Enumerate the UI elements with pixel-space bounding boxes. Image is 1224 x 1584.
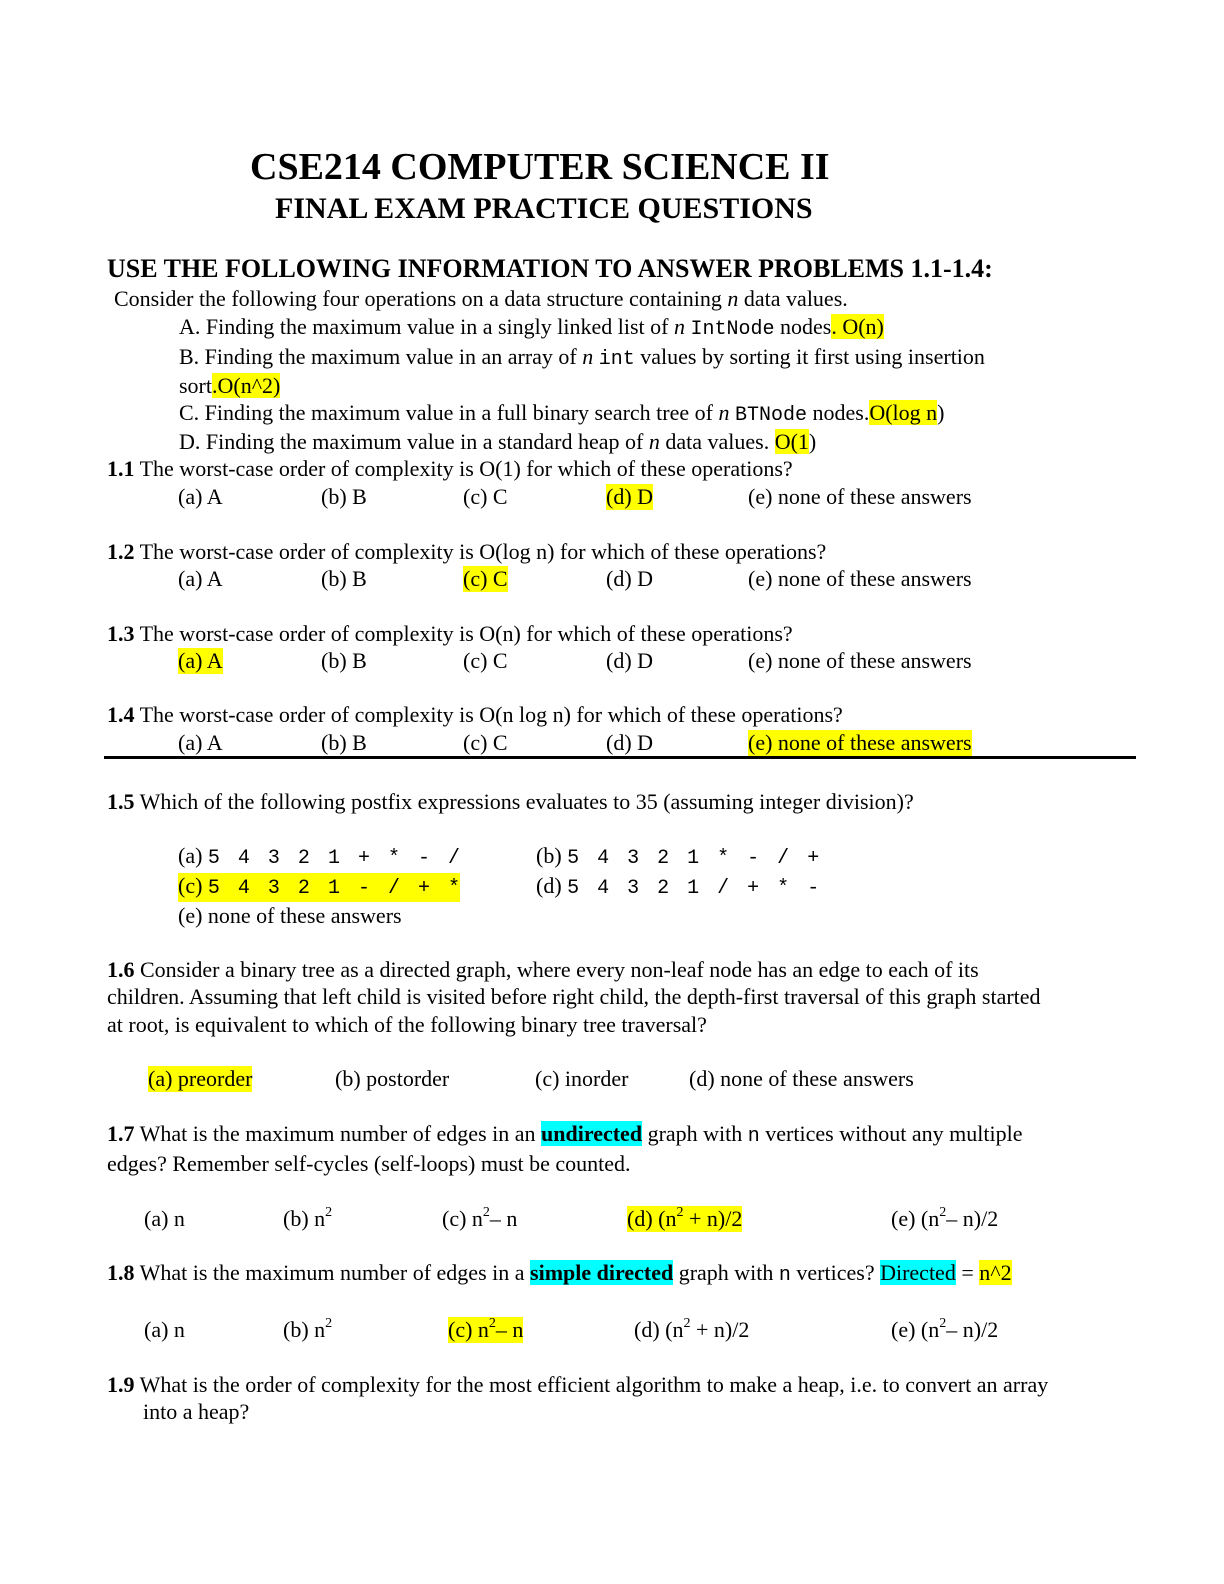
- choice-b: (b) 5 4 3 2 1 * - / +: [536, 843, 820, 870]
- choice-c: (c) C: [463, 648, 508, 673]
- choice-a: (a) A: [178, 484, 223, 509]
- choice-c-answer: (c) C: [463, 566, 508, 592]
- choice-b: (b) n2: [283, 1315, 333, 1342]
- choice-c: (c) C: [463, 484, 508, 509]
- choice-c-answer: (c) n2– n: [448, 1315, 524, 1343]
- note-highlight: Directed: [880, 1260, 956, 1285]
- choice-b: (b) B: [321, 566, 367, 591]
- choice-c: (c) C: [463, 730, 508, 755]
- choice-c: (c) inorder: [535, 1066, 629, 1091]
- intro-text: Consider the following four operations o…: [114, 286, 848, 311]
- choice-d-answer: (d) (n2 + n)/2: [627, 1204, 743, 1232]
- answer-highlight: O(1: [774, 429, 809, 454]
- operation-a: A. Finding the maximum value in a singly…: [179, 314, 884, 341]
- choice-a-answer: (a) A: [178, 648, 223, 674]
- choice-b: (b) B: [321, 648, 367, 673]
- page-subtitle: FINAL EXAM PRACTICE QUESTIONS: [275, 192, 813, 225]
- operation-b: B. Finding the maximum value in an array…: [179, 344, 985, 371]
- question-1-6-line2: children. Assuming that left child is vi…: [107, 984, 1041, 1009]
- choice-a-answer: (a) preorder: [148, 1066, 253, 1092]
- question-1-7-line2: edges? Remember self-cycles (self-loops)…: [107, 1151, 631, 1176]
- keyword-highlight: simple directed: [530, 1260, 674, 1285]
- question-1-3: 1.3 The worst-case order of complexity i…: [107, 621, 793, 646]
- choice-a: (a) n: [144, 1206, 185, 1231]
- question-1-7: 1.7 What is the maximum number of edges …: [107, 1121, 1023, 1148]
- section-heading: USE THE FOLLOWING INFORMATION TO ANSWER …: [107, 254, 993, 283]
- answer-highlight: n^2: [979, 1260, 1012, 1285]
- choice-e: (e) none of these answers: [748, 484, 972, 509]
- choice-a: (a) n: [144, 1317, 185, 1342]
- question-1-2: 1.2 The worst-case order of complexity i…: [107, 539, 827, 564]
- choice-b: (b) n2: [283, 1204, 333, 1231]
- choice-e: (e) none of these answers: [748, 566, 972, 591]
- choice-c-answer: (c) 5 4 3 2 1 - / + *: [178, 873, 460, 902]
- choice-d: (d) 5 4 3 2 1 / + * -: [536, 873, 820, 900]
- question-1-9: 1.9 What is the order of complexity for …: [107, 1372, 1049, 1397]
- choice-a: (a) A: [178, 730, 223, 755]
- choice-e-answer: (e) none of these answers: [748, 730, 972, 756]
- choice-b: (b) B: [321, 484, 367, 509]
- choice-d: (d) D: [606, 648, 654, 673]
- choice-b: (b) B: [321, 730, 367, 755]
- choice-d: (d) D: [606, 730, 654, 755]
- answer-highlight: O(log n: [869, 400, 938, 425]
- operation-b-cont: sort.O(n^2): [179, 373, 281, 398]
- keyword-highlight: undirected: [541, 1121, 643, 1146]
- question-1-9-line2: into a heap?: [143, 1399, 250, 1424]
- answer-highlight: .O(n^2): [212, 373, 281, 398]
- choice-a: (a) 5 4 3 2 1 + * - /: [178, 843, 460, 870]
- choice-e: (e) (n2– n)/2: [891, 1315, 999, 1342]
- operation-c: C. Finding the maximum value in a full b…: [179, 400, 945, 427]
- choice-e: (e) none of these answers: [748, 648, 972, 673]
- choice-d: (d) D: [606, 566, 654, 591]
- choice-b: (b) postorder: [335, 1066, 450, 1091]
- choice-d-answer: (d) D: [606, 484, 654, 510]
- choice-d: (d) none of these answers: [689, 1066, 914, 1091]
- page-title: CSE214 COMPUTER SCIENCE II: [250, 146, 830, 188]
- operation-d: D. Finding the maximum value in a standa…: [179, 429, 817, 454]
- question-1-5: 1.5 Which of the following postfix expre…: [107, 789, 914, 814]
- choice-c: (c) n2– n: [442, 1204, 518, 1231]
- question-1-8: 1.8 What is the maximum number of edges …: [107, 1260, 1012, 1287]
- answer-highlight: . O(n): [831, 314, 884, 339]
- question-1-6-line3: at root, is equivalent to which of the f…: [107, 1012, 707, 1037]
- question-1-4: 1.4 The worst-case order of complexity i…: [107, 702, 843, 727]
- section-divider: [104, 756, 1136, 759]
- question-1-6: 1.6 Consider a binary tree as a directed…: [107, 957, 979, 982]
- choice-d: (d) (n2 + n)/2: [634, 1315, 750, 1342]
- question-1-1: 1.1 The worst-case order of complexity i…: [107, 456, 793, 481]
- choice-e: (e) (n2– n)/2: [891, 1204, 999, 1231]
- choice-a: (a) A: [178, 566, 223, 591]
- choice-e: (e) none of these answers: [178, 903, 402, 928]
